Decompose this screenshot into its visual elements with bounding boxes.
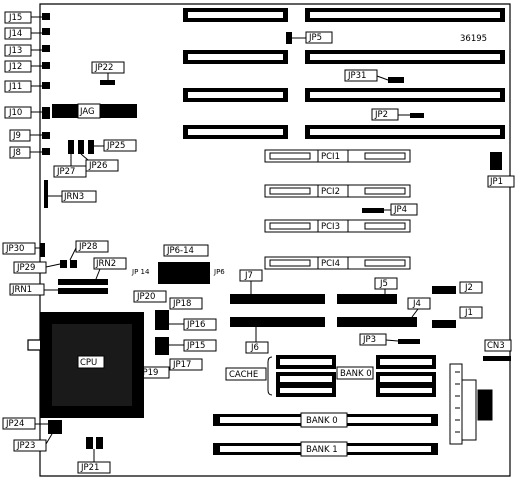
io-ports (449, 363, 493, 445)
svg-text:JP31: JP31 (347, 71, 366, 81)
svg-text:JP4: JP4 (393, 205, 407, 215)
jrn3: JRN3 (44, 180, 97, 208)
jp31: JP31 (344, 69, 404, 83)
svg-text:JP30: JP30 (5, 244, 24, 254)
svg-text:J9: J9 (12, 131, 21, 141)
svg-text:PCI2: PCI2 (321, 187, 340, 197)
svg-text:JP5: JP5 (308, 33, 322, 43)
svg-text:BANK 0: BANK 0 (306, 416, 338, 426)
svg-text:CN3: CN3 (487, 341, 505, 351)
svg-text:J2: J2 (464, 283, 473, 293)
pci4-label: PCI4 (317, 256, 349, 270)
svg-text:BANK 1: BANK 1 (306, 445, 338, 455)
svg-text:J6: J6 (250, 343, 259, 353)
svg-text:J12: J12 (8, 62, 22, 72)
jp1: JP1 (487, 152, 515, 188)
svg-text:JP6-14: JP6-14 (166, 246, 194, 256)
jp6-14: JP6-14 JP 14 JP6 (131, 244, 225, 284)
pci1-label: PCI1 (317, 149, 349, 163)
figure-id: 36195 (460, 34, 487, 44)
memory-bank-0: BANK 0 (213, 412, 438, 428)
j15-label: J15 (4, 11, 42, 24)
svg-text:JP29: JP29 (16, 263, 35, 273)
svg-text:JRN1: JRN1 (11, 285, 32, 295)
svg-text:JP15: JP15 (186, 341, 205, 351)
svg-text:JP20: JP20 (136, 292, 155, 302)
svg-text:PCI3: PCI3 (321, 222, 340, 232)
svg-text:JP17: JP17 (172, 360, 191, 370)
j14-label: J14 (4, 27, 42, 40)
left-headers (42, 13, 50, 155)
svg-text:J14: J14 (8, 29, 22, 39)
svg-text:CPU: CPU (80, 358, 97, 368)
svg-text:JRN3: JRN3 (63, 192, 84, 202)
svg-text:BANK 0: BANK 0 (340, 369, 372, 379)
jp5: JP5 (286, 31, 333, 44)
svg-text:J13: J13 (8, 46, 22, 56)
left-jumper-labels: J15 J14 J13 J12 J11 J10 J9 J8 (4, 11, 42, 159)
svg-text:JP24: JP24 (5, 419, 24, 429)
jag-connector: JAG (52, 103, 137, 119)
jp23-24: JP24 JP23 (2, 417, 62, 452)
jp21: JP21 (77, 437, 111, 474)
svg-text:CACHE: CACHE (229, 370, 258, 380)
jp22: JP22 (91, 61, 125, 85)
j8-label: J8 (9, 146, 42, 159)
jp3: JP3 (359, 333, 420, 346)
svg-text:JP23: JP23 (16, 441, 35, 451)
jp28-29-30: JP30 JP28 JP29 (2, 240, 109, 274)
svg-text:JP 14: JP 14 (131, 268, 150, 276)
j1-j2-j4-connectors: J2 J4 J1 (337, 281, 483, 328)
svg-text:PCI4: PCI4 (321, 259, 340, 269)
j10-label: J10 (4, 106, 42, 119)
pci2-label: PCI2 (317, 184, 349, 198)
svg-text:JP16: JP16 (186, 320, 205, 330)
svg-text:J15: J15 (8, 13, 22, 23)
pci3-label: PCI3 (317, 219, 349, 233)
j12-label: J12 (4, 60, 42, 73)
svg-text:JP27: JP27 (56, 167, 75, 177)
j6-connector: J6 (230, 317, 325, 354)
svg-text:JP21: JP21 (80, 463, 99, 473)
svg-text:J10: J10 (8, 108, 22, 118)
svg-text:JRN2: JRN2 (95, 259, 116, 269)
svg-text:JP28: JP28 (78, 242, 97, 252)
cn3-connector: CN3 (483, 339, 512, 361)
jp2: JP2 (371, 108, 424, 121)
svg-text:JP18: JP18 (172, 299, 191, 309)
svg-text:JP22: JP22 (94, 63, 113, 73)
svg-text:PCI1: PCI1 (321, 152, 340, 162)
svg-text:J5: J5 (379, 279, 388, 289)
svg-text:JP19: JP19 (139, 368, 158, 378)
svg-text:JP2: JP2 (374, 110, 388, 120)
svg-text:JP3: JP3 (362, 335, 376, 345)
svg-text:JAG: JAG (79, 107, 95, 117)
j9-label: J9 (9, 129, 42, 142)
jp4: JP4 (362, 203, 418, 216)
jp25-26-27: JP25 JP26 JP27 (53, 139, 137, 178)
svg-text:JP6: JP6 (213, 268, 225, 276)
svg-text:JP1: JP1 (489, 177, 503, 187)
jumper-cluster-jp15-20: JP20 JP18 JP16 JP15 JP17 JP19 (133, 290, 217, 379)
svg-text:J11: J11 (8, 82, 22, 92)
memory-bank-1: BANK 1 (213, 441, 438, 457)
svg-text:J4: J4 (412, 299, 421, 309)
jrn1-jrn2: JRN2 JRN1 (9, 257, 127, 296)
j11-label: J11 (4, 80, 42, 93)
svg-text:J8: J8 (12, 148, 21, 158)
svg-text:J1: J1 (464, 308, 473, 318)
j7-j5-connectors: J7 J5 (230, 269, 398, 304)
isa-slots (183, 8, 505, 139)
cache-bank: CACHE BANK 0 (225, 355, 436, 397)
svg-text:J7: J7 (244, 271, 253, 281)
svg-text:JP25: JP25 (106, 141, 125, 151)
cpu-socket: CPU (40, 312, 144, 418)
svg-text:JP26: JP26 (88, 161, 107, 171)
j13-label: J13 (4, 44, 42, 57)
